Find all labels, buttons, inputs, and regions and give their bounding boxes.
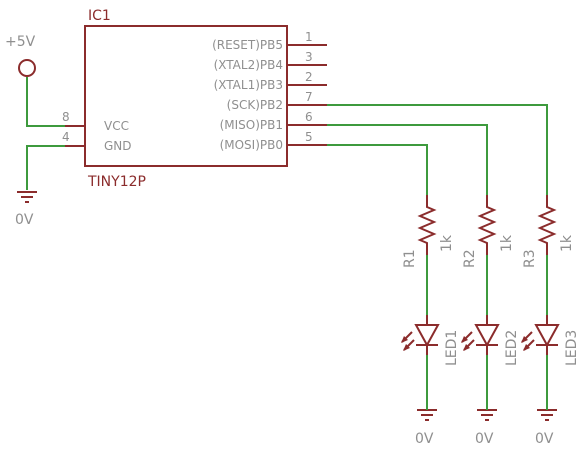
led-icon <box>461 315 500 355</box>
ground-label: 0V <box>415 431 434 447</box>
led-3: LED3 <box>521 315 580 366</box>
supply-label: +5V <box>5 34 36 50</box>
ic-pin-number-pb3: 2 <box>305 70 313 84</box>
resistor-value: 1k <box>439 234 455 252</box>
resistor-value: 1k <box>499 234 515 252</box>
ic-pin-label-pb1: (MISO)PB1 <box>220 118 283 132</box>
ground-led3: 0V <box>535 409 557 447</box>
led-icon <box>401 315 440 355</box>
ic-pin-number-gnd: 4 <box>62 130 70 144</box>
ic-pin-number-pb0: 5 <box>305 130 313 144</box>
wire-gnd <box>26 145 85 190</box>
ic-tiny12p: IC1 TINY12P (RESET)PB5 (XTAL2)PB4 (XTAL1… <box>62 8 327 190</box>
led-2: LED2 <box>461 315 520 366</box>
led-name: LED3 <box>564 330 580 366</box>
ic-name: IC1 <box>88 8 111 24</box>
ground-ic: 0V <box>15 191 37 228</box>
wire-pb0-r1 <box>327 144 428 195</box>
ground-led1: 0V <box>415 409 437 447</box>
resistor-r2: R2 1k <box>462 195 515 268</box>
ground-label: 0V <box>15 212 34 228</box>
resistor-r1: R1 1k <box>402 195 455 268</box>
ground-icon <box>537 409 557 421</box>
ic-pin-label-pb3: (XTAL1)PB3 <box>214 78 283 92</box>
ic-body <box>84 25 288 167</box>
ground-led2: 0V <box>475 409 497 447</box>
wire-pb1-r2 <box>327 124 488 195</box>
ground-label: 0V <box>475 431 494 447</box>
ic-pin-label-gnd: GND <box>104 139 132 153</box>
ic-pin-label-pb2: (SCK)PB2 <box>227 98 283 112</box>
led-name: LED2 <box>504 330 520 366</box>
resistor-icon <box>537 195 557 255</box>
ic-pin-number-pb2: 7 <box>305 90 313 104</box>
ic-pin-number-vcc: 8 <box>62 110 70 124</box>
resistor-name: R1 <box>402 249 418 268</box>
resistor-value: 1k <box>559 234 575 252</box>
ground-label: 0V <box>535 431 554 447</box>
ic-pin-number-pb4: 3 <box>305 50 313 64</box>
ic-pin-number-pb5: 1 <box>305 30 313 44</box>
ic-value: TINY12P <box>87 174 146 190</box>
resistor-name: R2 <box>462 249 478 268</box>
ic-pin-label-pb0: (MOSI)PB0 <box>220 138 283 152</box>
supply-terminal-icon <box>18 59 36 77</box>
led-1: LED1 <box>401 315 460 366</box>
ic-pin-label-pb5: (RESET)PB5 <box>212 38 283 52</box>
resistor-name: R3 <box>522 249 538 268</box>
ic-pin-label-pb4: (XTAL2)PB4 <box>214 58 283 72</box>
supply-5v: +5V <box>5 34 36 77</box>
wire-vcc <box>26 77 85 127</box>
led-icon <box>521 315 560 355</box>
ic-pin-label-vcc: VCC <box>104 119 129 133</box>
ground-icon <box>477 409 497 421</box>
wire-pb2-r3 <box>327 104 548 195</box>
ground-icon <box>417 409 437 421</box>
ic-pin-number-pb1: 6 <box>305 110 313 124</box>
led-name: LED1 <box>444 330 460 366</box>
resistor-r3: R3 1k <box>522 195 575 268</box>
resistor-icon <box>417 195 437 255</box>
resistor-icon <box>477 195 497 255</box>
